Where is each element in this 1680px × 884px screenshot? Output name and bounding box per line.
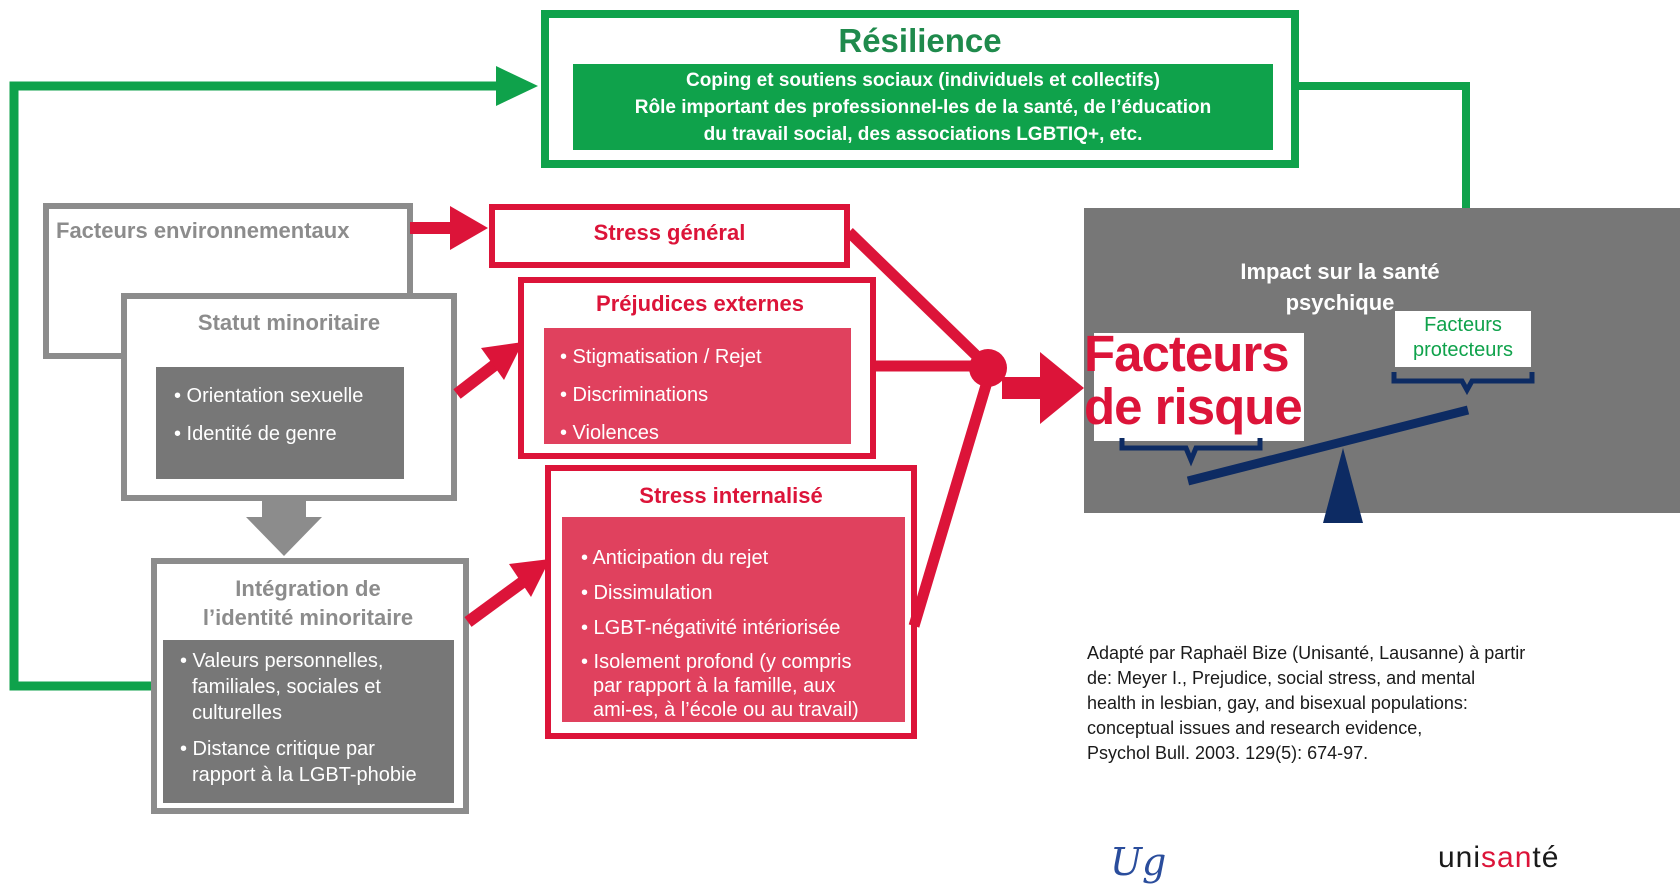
protective-factors-label: Facteurs protecteurs xyxy=(1395,313,1531,363)
citation-line: conceptual issues and research evidence, xyxy=(1087,718,1423,738)
impact-title: Impact sur la santé psychique xyxy=(1180,256,1500,318)
list-item-line: culturelles xyxy=(192,702,283,724)
env-to-stress-arrowhead xyxy=(450,206,488,250)
environment-title: Facteurs environnementaux xyxy=(56,218,350,243)
signature-logo: Ug xyxy=(1110,840,1167,884)
prejudice-title: Préjudices externes xyxy=(596,291,804,316)
minority-status-list: • Orientation sexuelle • Identité de gen… xyxy=(156,367,404,479)
list-item-line: ami-es, à l’école ou au travail) xyxy=(593,699,859,721)
feedback-arrowhead xyxy=(496,66,538,106)
minority-status-title: Statut minoritaire xyxy=(197,310,381,335)
risk-factors-label: Facteurs de risque xyxy=(1084,327,1324,433)
internalized-stress-title: Stress internalisé xyxy=(639,483,823,508)
protective-bracket xyxy=(1391,372,1535,396)
list-item: • Isolement profond (y compris par rappo… xyxy=(581,650,905,722)
resilience-description-box: Coping et soutiens sociaux (individuels … xyxy=(573,64,1273,150)
risk-factors-card xyxy=(1094,333,1304,441)
impact-title-line: Impact sur la santé xyxy=(1240,259,1440,284)
list-item: • Identité de genre xyxy=(174,423,337,445)
citation-line: health in lesbian, gay, and bisexual pop… xyxy=(1087,693,1468,713)
risk-label-line: Facteurs xyxy=(1084,325,1290,382)
list-item: • Discriminations xyxy=(560,384,709,406)
logo-text: uni xyxy=(1438,841,1482,874)
feedback-loop-line xyxy=(9,81,500,691)
impact-title-line: psychique xyxy=(1285,290,1395,315)
integration-title-line: l’identité minoritaire xyxy=(202,605,414,630)
list-item: • Dissimulation xyxy=(581,582,713,604)
to-impact-shaft xyxy=(1002,377,1042,399)
list-item: • Valeurs personnelles, familiales, soci… xyxy=(180,648,454,726)
general-stress-title: Stress général xyxy=(593,220,746,245)
stress-converge-line xyxy=(845,228,989,368)
list-item-line: • Distance critique par xyxy=(180,738,375,760)
list-item-line: par rapport à la famille, aux xyxy=(593,675,836,697)
citation-line: Psychol Bull. 2003. 129(5): 674-97. xyxy=(1087,743,1369,763)
integration-to-internalized-arrowhead xyxy=(509,559,550,597)
integration-to-internalized-shaft xyxy=(464,576,528,627)
list-item: • LGBT-négativité intériorisée xyxy=(581,617,841,639)
resilience-line: Coping et soutiens sociaux (individuels … xyxy=(685,70,1161,91)
scale-beam xyxy=(1186,405,1470,486)
logo-text: té xyxy=(1532,841,1560,874)
integration-title-line: Intégration de xyxy=(235,576,381,601)
risk-bracket xyxy=(1119,438,1263,467)
risk-label-line: de risque xyxy=(1084,378,1303,435)
resilience-line: du travail social, des associations LGBT… xyxy=(703,124,1143,145)
list-item: • Anticipation du rejet xyxy=(581,547,769,569)
scale-fulcrum xyxy=(1323,448,1363,523)
resilience-title: Résilience xyxy=(838,22,1002,59)
protective-label-line: protecteurs xyxy=(1412,339,1514,361)
source-citation: Adapté par Raphaël Bize (Unisanté, Lausa… xyxy=(1087,641,1680,766)
internalized-converge-line xyxy=(908,370,996,628)
list-item-line: • Valeurs personnelles, xyxy=(180,650,384,672)
status-to-integration-arrowhead xyxy=(246,517,322,556)
to-impact-arrowhead xyxy=(1040,352,1084,424)
list-item-line: • Isolement profond (y compris xyxy=(581,651,852,673)
protective-label-line: Facteurs xyxy=(1424,314,1502,336)
convergence-node xyxy=(969,349,1007,387)
logo-text: san xyxy=(1481,841,1533,874)
unisante-logo: unisanté xyxy=(1438,841,1680,875)
list-item: • Orientation sexuelle xyxy=(174,385,364,407)
list-item: • Distance critique par rapport à la LGB… xyxy=(180,736,454,788)
list-item: • Stigmatisation / Rejet xyxy=(560,346,762,368)
protective-factors-card xyxy=(1395,311,1531,367)
integration-title: Intégration de l’identité minoritaire xyxy=(156,574,460,632)
status-to-prejudice-shaft xyxy=(453,359,500,399)
citation-line: Adapté par Raphaël Bize (Unisanté, Lausa… xyxy=(1087,643,1526,663)
list-item-line: familiales, sociales et xyxy=(192,676,381,698)
status-to-prejudice-arrowhead xyxy=(481,342,523,380)
status-to-integration-shaft xyxy=(262,497,306,519)
resilience-line: Rôle important des professionnel-les de … xyxy=(634,97,1212,118)
citation-line: de: Meyer I., Prejudice, social stress, … xyxy=(1087,668,1476,688)
integration-list: • Valeurs personnelles, familiales, soci… xyxy=(163,640,454,803)
list-item: • Violences xyxy=(560,422,659,444)
list-item-line: rapport à la LGBT-phobie xyxy=(192,764,417,786)
internalized-stress-list: • Anticipation du rejet • Dissimulation … xyxy=(562,517,905,722)
prejudice-list: • Stigmatisation / Rejet • Discriminatio… xyxy=(544,328,851,444)
